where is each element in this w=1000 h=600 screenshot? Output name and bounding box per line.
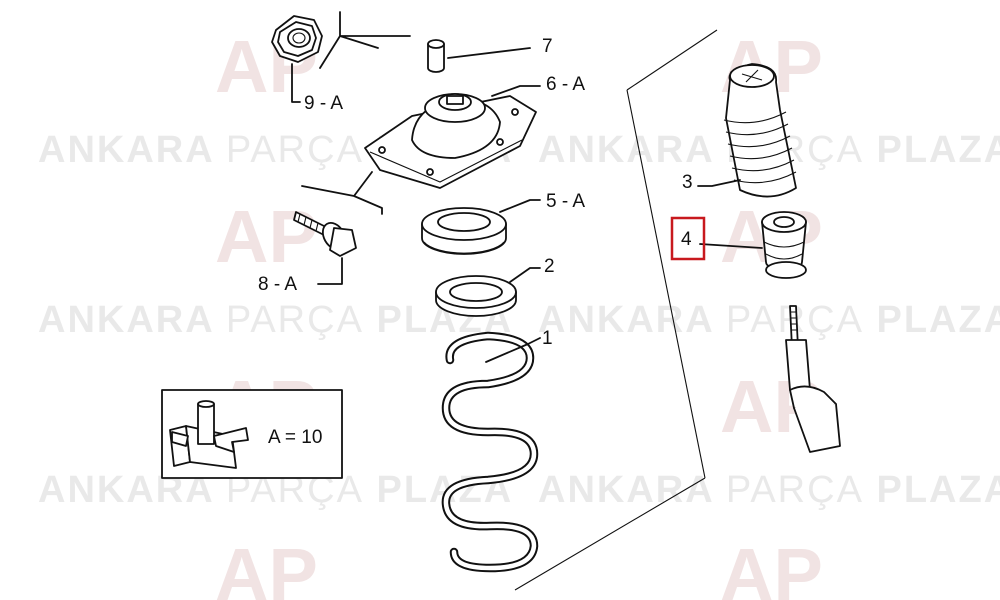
part-nut bbox=[271, 15, 323, 63]
watermark-logo: AP bbox=[720, 533, 823, 600]
leader-line-6 bbox=[491, 85, 541, 97]
watermark-logo: AP bbox=[215, 533, 318, 600]
callout-1: 1 bbox=[542, 328, 553, 349]
leader-line-3 bbox=[697, 179, 741, 187]
leader-line-7 bbox=[447, 47, 531, 59]
callout-4-highlight-box bbox=[670, 216, 706, 261]
part-coil-spring bbox=[441, 331, 539, 573]
part-top-mount bbox=[364, 93, 537, 189]
part-shock-absorber bbox=[785, 305, 841, 453]
callout-3: 3 bbox=[682, 172, 693, 193]
leader-line-5 bbox=[499, 199, 541, 213]
part-dust-boot bbox=[723, 63, 797, 198]
legend-box: A = 10 bbox=[161, 389, 343, 479]
watermark-text: ANKARA PARÇA PLAZA bbox=[538, 299, 1000, 341]
callout-9: 9 - A bbox=[304, 93, 343, 114]
watermark-row-2: ANKARA PARÇA PLAZA ANKARA PARÇA PLAZA bbox=[38, 299, 1000, 341]
bracket-top bbox=[319, 11, 411, 69]
legend-formula: A = 10 bbox=[268, 427, 322, 448]
callout-7: 7 bbox=[542, 36, 553, 57]
legend-icon-package bbox=[169, 400, 249, 469]
callout-6: 6 - A bbox=[546, 74, 585, 95]
bracket-mid bbox=[301, 171, 383, 215]
watermark-text: ANKARA PARÇA PLAZA bbox=[538, 469, 1000, 511]
part-sleeve bbox=[427, 39, 445, 73]
part-spring-seat bbox=[435, 275, 517, 317]
leader-line-8 bbox=[317, 257, 343, 285]
callout-4: 4 bbox=[681, 229, 692, 250]
watermark-text: ANKARA PARÇA PLAZA bbox=[38, 299, 513, 341]
callout-2: 2 bbox=[544, 256, 555, 277]
callout-5: 5 - A bbox=[546, 191, 585, 212]
leader-line-4 bbox=[699, 243, 763, 249]
leader-line-2 bbox=[509, 267, 541, 283]
watermark-logo: AP bbox=[215, 195, 318, 278]
leader-line-1 bbox=[485, 337, 541, 363]
part-bolt bbox=[293, 211, 357, 257]
leader-line-9 bbox=[291, 63, 301, 103]
callout-8: 8 - A bbox=[258, 274, 297, 295]
part-bearing bbox=[421, 207, 507, 255]
section-frame bbox=[514, 29, 718, 591]
part-bump-stop bbox=[761, 211, 807, 279]
